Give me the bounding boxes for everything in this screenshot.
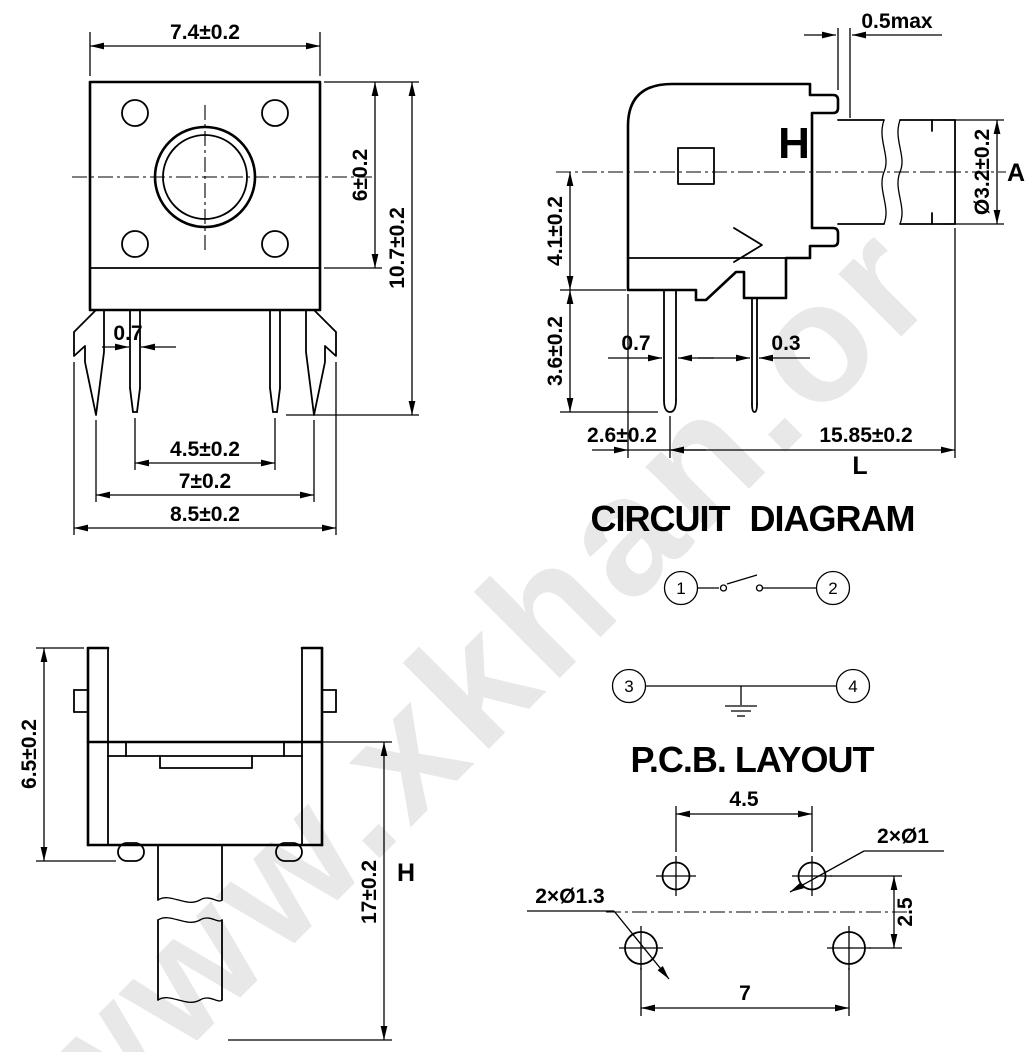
- front-view-outline: [72, 80, 372, 416]
- front-view: 7.4±0.2 6±0.2 10.7±0.2 0.7 4.5±0.2 7±0: [72, 21, 419, 535]
- dim-top-clearance: 0.5max: [861, 10, 933, 33]
- dim-pin-width: 0.7: [113, 322, 142, 345]
- terminal-4-circle: [835, 668, 871, 704]
- pcb-title: P.C.B. LAYOUT: [630, 739, 874, 780]
- dim-height-total: 10.7±0.2: [386, 207, 409, 289]
- side-view-outline: H: [556, 82, 1006, 413]
- terminal-2: 2: [828, 579, 837, 598]
- terminal-1: 1: [676, 579, 685, 598]
- dim-pin-length: 3.6±0.2: [544, 316, 567, 386]
- switch-lever: [726, 574, 758, 585]
- dim-body-depth: 4.1±0.2: [544, 196, 567, 266]
- left-foot: [117, 842, 145, 862]
- front-mounting-legs: [73, 309, 337, 416]
- bracket-view-dimensions: 6.5±0.2 17±0.2 H: [18, 647, 415, 1041]
- terminal-4: 4: [848, 677, 857, 696]
- side-bracket-detail: [733, 227, 763, 263]
- terminal-2-circle: [815, 570, 851, 606]
- body-marking: H: [778, 119, 810, 168]
- side-view-dimensions: 0.5max Ø3.2±0.2 A 4.1±0.2 3.6±0.2 0.7 0.…: [544, 10, 1025, 480]
- dim-shaft-length: 15.85±0.2: [819, 424, 912, 447]
- right-foot: [275, 842, 303, 862]
- dim-row-pitch: 2.5: [894, 897, 917, 927]
- label-large-holes: 2×Ø1.3: [535, 885, 604, 908]
- dim-pin-offset: 2.6±0.2: [587, 424, 657, 447]
- circuit-title-word2: DIAGRAM: [750, 498, 915, 539]
- circuit-title-word1: CIRCUIT: [591, 498, 731, 539]
- front-view-dimensions: 7.4±0.2 6±0.2 10.7±0.2 0.7 4.5±0.2 7±0: [73, 21, 419, 535]
- bracket-view: 6.5±0.2 17±0.2 H: [18, 646, 415, 1041]
- dim-height-upper: 6±0.2: [349, 149, 372, 201]
- circuit-row-ground: 3 4: [611, 668, 871, 717]
- contact-dot-right: [755, 584, 764, 592]
- dim-pin1-width: 0.7: [621, 332, 650, 355]
- pcb-layout: P.C.B. LAYOUT 4.5 2.5: [527, 739, 944, 1016]
- pcb-holes: [619, 856, 871, 970]
- plunger: [157, 844, 223, 1003]
- dim-pin2-width: 0.3: [771, 332, 800, 355]
- dim-top-hole-pitch: 4.5: [729, 788, 759, 811]
- dim-shaft-dia: Ø3.2±0.2: [971, 129, 994, 215]
- dim-bracket-height: 6.5±0.2: [18, 719, 41, 789]
- dim-bottom-hole-pitch: 7: [739, 982, 751, 1005]
- side-pins: [663, 289, 758, 413]
- dim-total-height: 17±0.2: [358, 860, 381, 924]
- pcb-dimensions: 4.5 2.5 7 2×Ø1 2×Ø1.3: [527, 788, 944, 1016]
- side-detail-square: [677, 147, 715, 185]
- side-body-outline: [626, 82, 840, 302]
- circuit-row-switch: 1 2: [663, 570, 851, 606]
- circuit-diagram: CIRCUIT DIAGRAM 1 2 3 4: [591, 498, 915, 717]
- bracket-view-outline: [73, 646, 337, 1003]
- dim-width-top: 7.4±0.2: [170, 21, 240, 44]
- dim-overall-width: 8.5±0.2: [170, 503, 240, 526]
- terminal-3: 3: [624, 677, 633, 696]
- contact-dot-left: [719, 584, 728, 592]
- label-small-holes: 2×Ø1: [877, 825, 929, 848]
- dim-pin-pitch: 4.5±0.2: [170, 438, 240, 461]
- label-height-h: H: [397, 859, 415, 887]
- label-shaft-a: A: [1007, 159, 1025, 187]
- side-view: H: [544, 10, 1025, 480]
- front-pins: [129, 309, 281, 413]
- label-length-l: L: [852, 452, 867, 480]
- ground-symbol: [725, 686, 757, 717]
- dim-leg-pitch: 7±0.2: [179, 470, 231, 493]
